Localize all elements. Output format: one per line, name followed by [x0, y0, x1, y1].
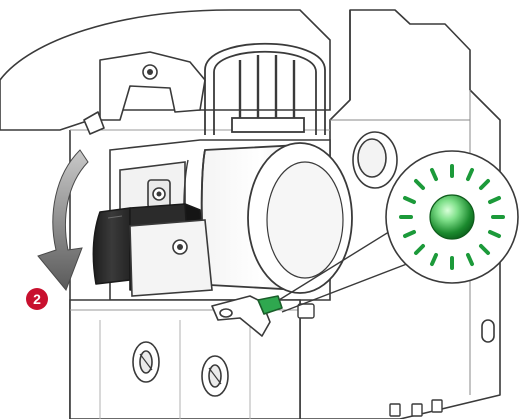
connector-bridge — [204, 42, 326, 135]
indicator-callout — [385, 150, 519, 284]
trip-lever — [211, 295, 283, 337]
curved-arrow-down-icon — [37, 149, 89, 291]
step-number: 2 — [33, 291, 41, 307]
green-led-blinking-icon — [429, 194, 475, 240]
callout-lines — [278, 229, 413, 313]
terminal-screw-icon — [132, 341, 160, 383]
step-badge: 2 — [26, 288, 48, 310]
side-latch-details — [297, 303, 443, 417]
handle-housing — [129, 219, 213, 297]
body-boss — [352, 131, 398, 189]
latch-hook — [83, 51, 206, 135]
rotary-cylinder — [183, 142, 353, 294]
terminal-screw-icon — [201, 355, 229, 397]
led-rays — [399, 164, 505, 270]
